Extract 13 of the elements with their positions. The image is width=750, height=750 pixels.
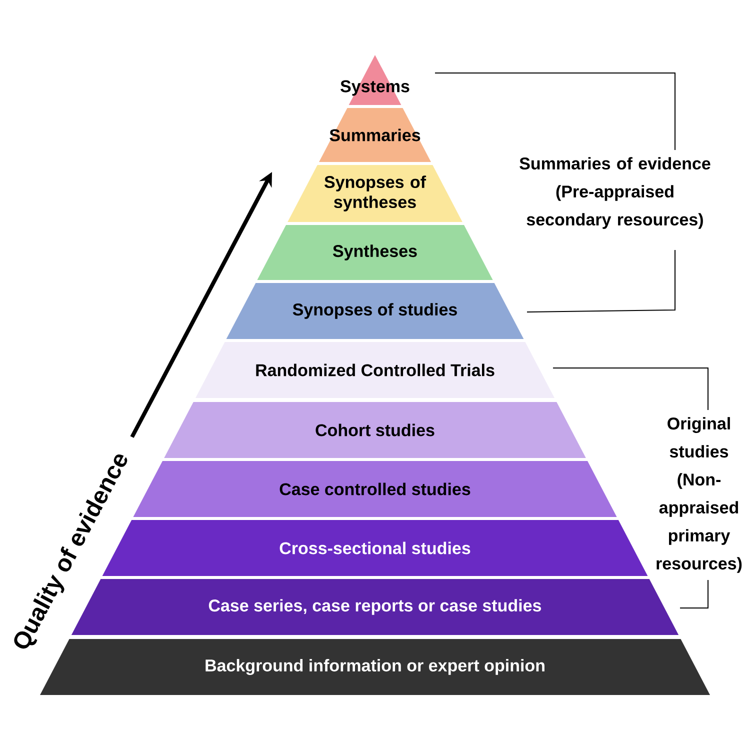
pyramid-band: Background information or expert opinion xyxy=(40,639,710,695)
pyramid-band: Case controlled studies xyxy=(133,461,617,517)
pyramid-band: Synopses of studies xyxy=(226,283,524,339)
pyramid-band: Cross-sectional studies xyxy=(102,520,648,576)
pyramid-band: Randomized Controlled Trials xyxy=(196,342,554,398)
side-label: Original studies (Non-appraised primary resources) xyxy=(656,417,742,573)
side-label: Summaries of evidence (Pre-appraised secondary resources) xyxy=(520,157,710,229)
pyramid-band: Case series, case reports or case studies xyxy=(71,579,679,635)
pyramid-band: Syntheses xyxy=(257,225,493,280)
pyramid-band: Cohort studies xyxy=(164,402,586,458)
pyramid-band: Synopses of syntheses xyxy=(288,165,462,222)
pyramid-band: Summaries xyxy=(319,108,431,162)
pyramid-band: Systems xyxy=(340,55,410,105)
